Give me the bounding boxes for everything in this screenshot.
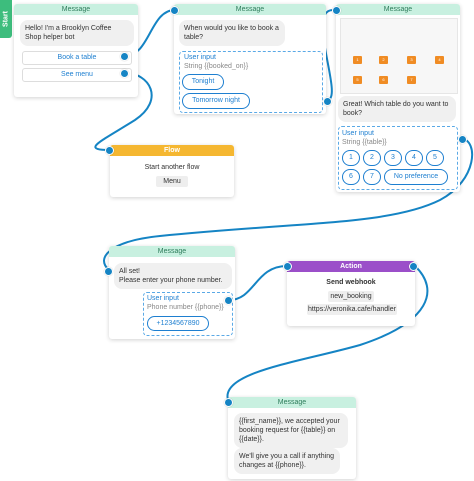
flow-text: Start another flow [144,164,200,171]
action-input-connector[interactable] [283,262,292,271]
book-table-connector[interactable] [120,52,129,61]
webhook-event-tag: new_booking [328,291,374,302]
message-node-phone[interactable]: Message All set! Please enter your phone… [104,246,235,339]
option-tonight-button[interactable]: Tonight [182,74,224,90]
table-map-cell: 3 [407,56,416,64]
action-node[interactable]: Action Send webhook new_booking https://… [283,261,418,326]
node-header: Action [287,261,415,272]
option-table-7-button[interactable]: 7 [363,169,381,185]
user-input-variable: String {{booked_on}} [184,63,249,70]
table-map-image: 1 2 3 4 5 6 7 [340,18,458,94]
message-bubble: We'll give you a call if anything change… [234,448,340,474]
message-bubble: Hello! I'm a Brooklyn Coffee Shop helper… [20,20,134,46]
when-node-input-connector[interactable] [170,6,179,15]
node-header: Message [228,397,356,408]
option-table-5-button[interactable]: 5 [426,150,444,166]
message-bubble: Great! Which table do you want to book? [338,96,456,122]
message-node-when[interactable]: Message When would you like to book a ta… [174,4,332,114]
table-map-cell: 6 [379,76,388,84]
option-table-1-button[interactable]: 1 [342,150,360,166]
see-menu-connector[interactable] [120,69,129,78]
message-node-greeting[interactable]: Message Hello! I'm a Brooklyn Coffee Sho… [14,4,138,97]
menu-flow-tag[interactable]: Menu [156,176,188,187]
user-input-box [338,126,458,190]
option-phone-button[interactable]: +1234567890 [147,316,209,331]
flow-node[interactable]: Flow Start another flow Menu [105,145,234,197]
flow-input-connector[interactable] [105,146,114,155]
action-output-connector[interactable] [409,262,418,271]
user-input-title: User input [147,295,179,302]
message-node-final[interactable]: Message {{first_name}}, we accepted your… [224,397,356,479]
action-title: Send webhook [326,279,376,286]
when-input-connector[interactable] [323,97,332,106]
option-table-6-button[interactable]: 6 [342,169,360,185]
phone-output-connector[interactable] [224,296,233,305]
option-table-4-button[interactable]: 4 [405,150,423,166]
user-input-variable: String {{table}} [342,139,387,146]
user-input-box [179,51,323,113]
phone-input-connector[interactable] [104,267,113,276]
message-bubble: When would you like to book a table? [179,20,285,46]
see-menu-button[interactable]: See menu [22,68,132,82]
user-input-title: User input [184,54,216,61]
table-map-cell: 1 [353,56,362,64]
option-table-3-button[interactable]: 3 [384,150,402,166]
final-input-connector[interactable] [224,398,233,407]
wire-phone-to-action [228,265,288,301]
message-bubble: {{first_name}}, we accepted your booking… [234,413,348,448]
table-map-cell: 7 [407,76,416,84]
table-map-cell: 5 [353,76,362,84]
user-input-variable: Phone number {{phone}} [147,304,224,311]
option-table-2-button[interactable]: 2 [363,150,381,166]
webhook-url-tag: https://veronika.cafe/handler [307,304,397,315]
message-bubble: All set! Please enter your phone number. [114,263,232,289]
node-header: Message [109,246,235,257]
start-label: Start [2,11,10,27]
table-map-cell: 4 [435,56,444,64]
option-no-preference-button[interactable]: No preference [384,169,448,185]
node-header: Message [336,4,460,15]
user-input-box [143,292,233,336]
table-input-connector[interactable] [458,135,467,144]
user-input-title: User input [342,130,374,137]
node-header: Flow [110,145,234,156]
table-node-input-connector[interactable] [332,6,341,15]
option-tomorrow-night-button[interactable]: Tomorrow night [182,93,250,109]
node-header: Message [14,4,138,15]
message-node-table[interactable]: Message 1 2 3 4 5 6 7 Great! Which table… [336,4,467,192]
start-tab[interactable]: Start [0,0,12,38]
book-table-button[interactable]: Book a table [22,51,132,65]
table-map-cell: 2 [379,56,388,64]
node-header: Message [174,4,326,15]
